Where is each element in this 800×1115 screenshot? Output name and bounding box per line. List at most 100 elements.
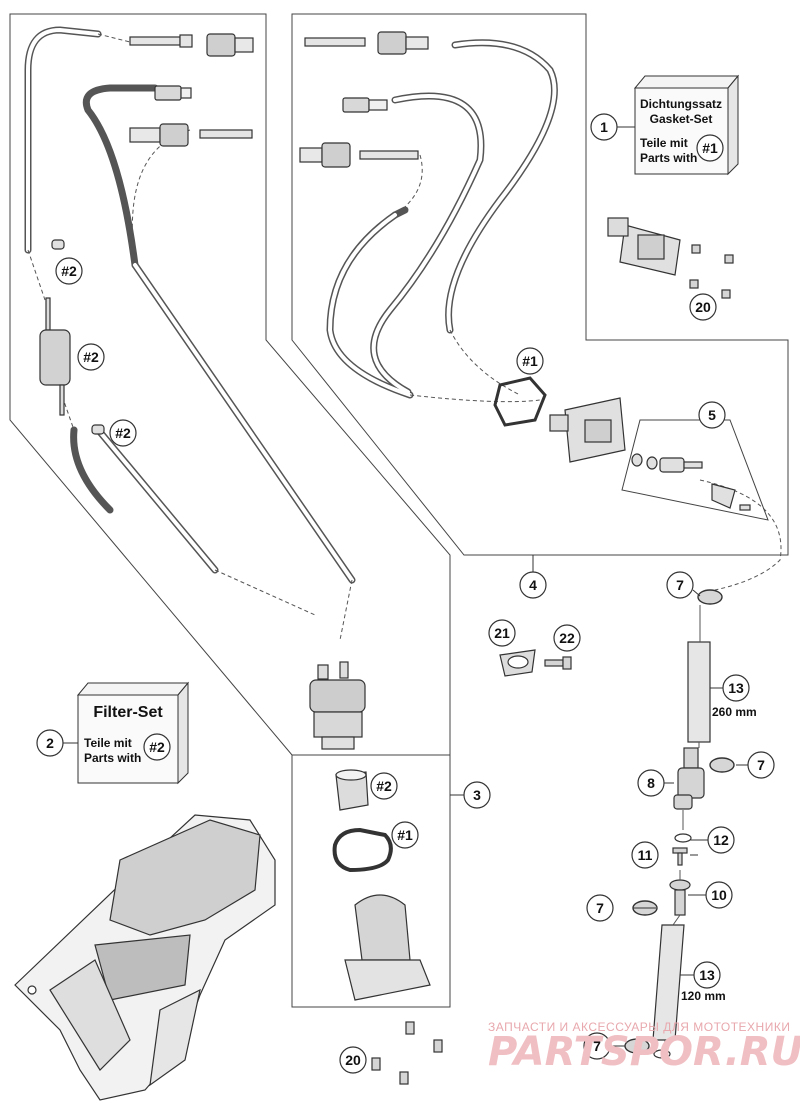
callout-8-label: 8 bbox=[647, 775, 655, 791]
flange-assembly-top-right bbox=[607, 217, 681, 276]
callout-13-bottom: 13 bbox=[693, 961, 721, 989]
pump-filter bbox=[335, 769, 369, 811]
callout-7-bottom-label: 7 bbox=[593, 1038, 601, 1054]
pump-flange-right bbox=[549, 397, 626, 463]
ref-2-upper-ring-label: #2 bbox=[61, 263, 77, 279]
gasket-set-line1: Teile mit bbox=[640, 136, 688, 150]
motorcycle-frame bbox=[14, 814, 276, 1101]
callout-leader-lines bbox=[63, 126, 748, 1047]
ref-2-filter-label: #2 bbox=[83, 349, 99, 365]
pump-gasket-ring bbox=[332, 827, 393, 873]
ref-2-upper-ring: #2 bbox=[55, 257, 83, 285]
fuel-filter bbox=[39, 297, 71, 416]
watermark-brand: PARTSPOR.RU bbox=[488, 1029, 800, 1075]
callout-7-lower: 7 bbox=[586, 894, 614, 922]
ref-2-filter-box: #2 bbox=[143, 733, 171, 761]
ref-1-gasket-box-label: #1 bbox=[702, 140, 718, 156]
callout-20-bottom: 20 bbox=[339, 1046, 367, 1074]
callout-22-label: 22 bbox=[559, 630, 575, 646]
left-electric-connector bbox=[154, 85, 192, 101]
callout-21: 21 bbox=[488, 619, 516, 647]
left-panel-hoses bbox=[24, 26, 356, 584]
part-8-quick-connector bbox=[673, 747, 705, 810]
left-panel-dashed-lines bbox=[27, 33, 353, 641]
filter-clamp-rings bbox=[51, 239, 105, 435]
ref-2-lower-ring: #2 bbox=[109, 419, 137, 447]
hose-120mm bbox=[652, 924, 685, 1041]
ref-2-pump-filter: #2 bbox=[370, 772, 398, 800]
left-fuel-coupling-bottom bbox=[129, 123, 253, 147]
ref-2-pump-filter-label: #2 bbox=[376, 778, 392, 794]
dimension-260mm: 260 mm bbox=[712, 705, 757, 719]
callout-5-label: 5 bbox=[708, 407, 716, 423]
callout-7-mid-label: 7 bbox=[757, 757, 765, 773]
washer-bottom bbox=[653, 1049, 671, 1059]
callout-13-top: 13 bbox=[722, 674, 750, 702]
dimension-120mm: 120 mm bbox=[681, 989, 726, 1003]
part-21-clamp bbox=[499, 649, 536, 677]
left-fuel-coupling-top bbox=[129, 33, 254, 57]
gasket-set-title-en: Gasket-Set bbox=[650, 112, 713, 126]
part-22-screw bbox=[544, 656, 572, 670]
right-fuel-coupling-bottom bbox=[299, 142, 419, 168]
callout-20-top-label: 20 bbox=[695, 299, 711, 315]
callout-13-top-label: 13 bbox=[728, 680, 744, 696]
fuel-pump-body bbox=[309, 661, 366, 750]
callout-7-mid: 7 bbox=[747, 751, 775, 779]
hose-260mm bbox=[687, 641, 711, 743]
callout-5: 5 bbox=[698, 401, 726, 429]
callout-4-label: 4 bbox=[529, 577, 537, 593]
flange-gasket-right bbox=[493, 376, 547, 427]
ref-2-lower-ring-label: #2 bbox=[115, 425, 131, 441]
right-electric-connector bbox=[342, 97, 388, 113]
callout-11: 11 bbox=[631, 841, 659, 869]
callout-2-label: 2 bbox=[46, 735, 54, 751]
hose-connector-leaders bbox=[663, 605, 701, 1051]
callout-8: 8 bbox=[637, 769, 665, 797]
callout-12: 12 bbox=[707, 826, 735, 854]
flange-screws-bottom bbox=[371, 1021, 443, 1085]
callout-10: 10 bbox=[705, 881, 733, 909]
callout-21-label: 21 bbox=[494, 625, 510, 641]
right-hose-panel-outline bbox=[291, 13, 789, 556]
filter-set-line2: Parts with bbox=[84, 751, 141, 765]
ref-1-gasket-box: #1 bbox=[696, 134, 724, 162]
callout-20-top: 20 bbox=[689, 293, 717, 321]
part-5-seals-and-fitting bbox=[631, 453, 751, 511]
callout-3-label: 3 bbox=[473, 787, 481, 803]
part-12-washer bbox=[674, 833, 692, 843]
gasket-set-box: Dichtungssatz Gasket-Set Teile mit Parts… bbox=[633, 74, 740, 176]
callout-10-label: 10 bbox=[711, 887, 727, 903]
filter-set-title: Filter-Set bbox=[93, 704, 163, 721]
callout-7-lower-label: 7 bbox=[596, 900, 604, 916]
filter-set-line1: Teile mit bbox=[84, 736, 132, 750]
ref-2-filter-box-label: #2 bbox=[149, 739, 165, 755]
ref-2-filter: #2 bbox=[77, 343, 105, 371]
ref-1-flange-label: #1 bbox=[522, 353, 538, 369]
callout-12-label: 12 bbox=[713, 832, 729, 848]
callout-1-label: 1 bbox=[600, 119, 608, 135]
flange-screws-top-right bbox=[689, 244, 734, 299]
callout-2: 2 bbox=[36, 729, 64, 757]
right-panel-dashed-lines bbox=[394, 154, 782, 591]
callout-22: 22 bbox=[553, 624, 581, 652]
right-fuel-coupling-top bbox=[304, 31, 429, 55]
part-10-fitting bbox=[669, 879, 691, 916]
callout-1: 1 bbox=[590, 113, 618, 141]
callout-20-bottom-label: 20 bbox=[345, 1052, 361, 1068]
gasket-set-title-de: Dichtungssatz bbox=[640, 97, 722, 111]
callout-7-top: 7 bbox=[666, 571, 694, 599]
pump-panel-outline bbox=[291, 754, 451, 1008]
left-hose-panel-outline bbox=[9, 13, 451, 756]
ref-1-pump-gasket: #1 bbox=[391, 821, 419, 849]
gasket-set-line2: Parts with bbox=[640, 151, 697, 165]
filter-set-box: Filter-Set Teile mit Parts with bbox=[76, 681, 190, 785]
pump-flange-housing bbox=[344, 894, 431, 1001]
callout-4: 4 bbox=[519, 571, 547, 599]
callout-11-label: 11 bbox=[638, 847, 653, 863]
ref-1-flange: #1 bbox=[516, 347, 544, 375]
callout-7-bottom: 7 bbox=[583, 1032, 611, 1060]
callout-7-top-label: 7 bbox=[676, 577, 684, 593]
watermark-tagline: ЗАПЧАСТИ И АКСЕССУАРЫ ДЛЯ МОТОТЕХНИКИ bbox=[488, 1020, 790, 1034]
